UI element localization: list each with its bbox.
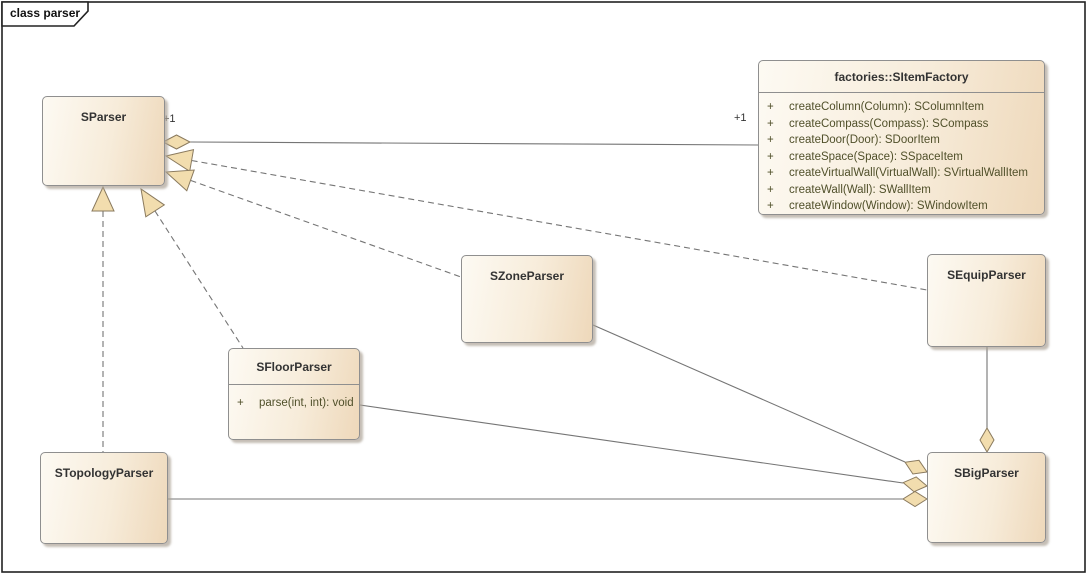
connector-aggregation-stopologyparser-sbigparser[interactable] [168,490,928,508]
visibility-symbol: + [767,183,774,196]
aggregation-diamond-icon [902,476,928,493]
visibility-symbol: + [237,397,244,409]
class-box-sparser[interactable]: SParser [42,96,165,186]
visibility-symbol: + [767,134,774,146]
method-row: + createVirtualWall(VirtualWall): SVirtua… [759,165,1044,182]
aggregation-diamond-icon [902,490,928,508]
realization-line [190,179,462,278]
class-box-szoneparser[interactable]: SZoneParser [461,255,593,343]
method-row: + createSpace(Space): SSpaceItem [759,149,1044,166]
class-box-stopologyparser[interactable]: STopologyParser [40,452,168,544]
method-signature: createCompass(Compass): SCompass [789,117,989,130]
method-signature: createSpace(Space): SSpaceItem [789,150,963,163]
multiplicity-label-sparser-end: +1 [163,113,176,125]
realization-arrow-icon [164,169,195,192]
aggregation-diamond-icon [904,459,928,475]
aggregation-diamond-icon [979,427,995,453]
method-row: + createColumn(Column): SColumnItem [759,99,1044,116]
connector-realization-sfloorparser-sparser[interactable] [140,187,244,349]
connector-aggregation-sequipparser-sbigparser[interactable] [979,347,995,453]
aggregation-line [359,404,904,484]
connector-aggregation-sparser-sitemfactory[interactable] [161,134,759,150]
aggregation-line [189,141,759,146]
method-row: + parse(int, int): void [229,395,359,412]
method-signature: createVirtualWall(VirtualWall): SVirtual… [789,167,1029,179]
class-name: factories::SItemFactory [834,69,969,84]
realization-arrow-icon [91,185,115,212]
methods-compartment: + createColumn(Column): SColumnItem + crea… [759,92,1044,215]
method-signature: createDoor(Door): SDoorItem [789,134,940,146]
class-box-sitemfactory[interactable]: factories::SItemFactory + createColumn(Co… [758,60,1045,215]
class-name: SBigParser [954,466,1019,480]
method-signature: createWall(Wall): SWallItem [789,183,931,196]
visibility-symbol: + [767,200,774,212]
connector-realization-stopologyparser-sparser[interactable] [91,185,115,452]
class-box-sbigparser[interactable]: SBigParser [927,452,1046,543]
aggregation-line [592,324,906,463]
method-row: + createWall(Wall): SWallItem [759,182,1044,199]
diagram-frame-label: class parser [10,6,81,20]
realization-line [154,210,244,349]
method-row: + createWindow(Window): SWindowItem [759,198,1044,215]
connector-aggregation-sfloorparser-sbigparser[interactable] [359,404,928,493]
diagram-frame-tab [1,1,89,27]
visibility-symbol: + [767,101,774,113]
multiplicity-label-factory-end: +1 [734,112,747,124]
methods-compartment: + parse(int, int): void [229,384,359,412]
connector-realization-szoneparser-sparser[interactable] [164,169,462,278]
connector-aggregation-szoneparser-sbigparser[interactable] [592,324,928,475]
class-name: SFloorParser [256,359,332,374]
visibility-symbol: + [767,150,774,163]
class-name: SEquipParser [947,268,1026,282]
class-box-sfloorparser[interactable]: SFloorParser + parse(int, int): void [228,348,360,440]
realization-arrow-icon [140,187,166,218]
class-name: STopologyParser [54,466,154,480]
realization-line [191,159,928,291]
connector-realization-sequipparser-sparser[interactable] [164,149,928,291]
aggregation-diamond-icon [161,134,192,150]
method-signature: createColumn(Column): SColumnItem [789,101,984,113]
method-signature: createWindow(Window): SWindowItem [789,200,988,212]
class-name: SParser [80,110,127,124]
method-row: + createDoor(Door): SDoorItem [759,132,1044,149]
visibility-symbol: + [767,167,774,179]
class-box-sequipparser[interactable]: SEquipParser [927,254,1046,347]
realization-arrow-icon [164,149,195,173]
class-name: SZoneParser [489,269,565,283]
method-signature: parse(int, int): void [259,397,354,409]
visibility-symbol: + [767,117,774,130]
method-row: + createCompass(Compass): SCompass [759,116,1044,133]
